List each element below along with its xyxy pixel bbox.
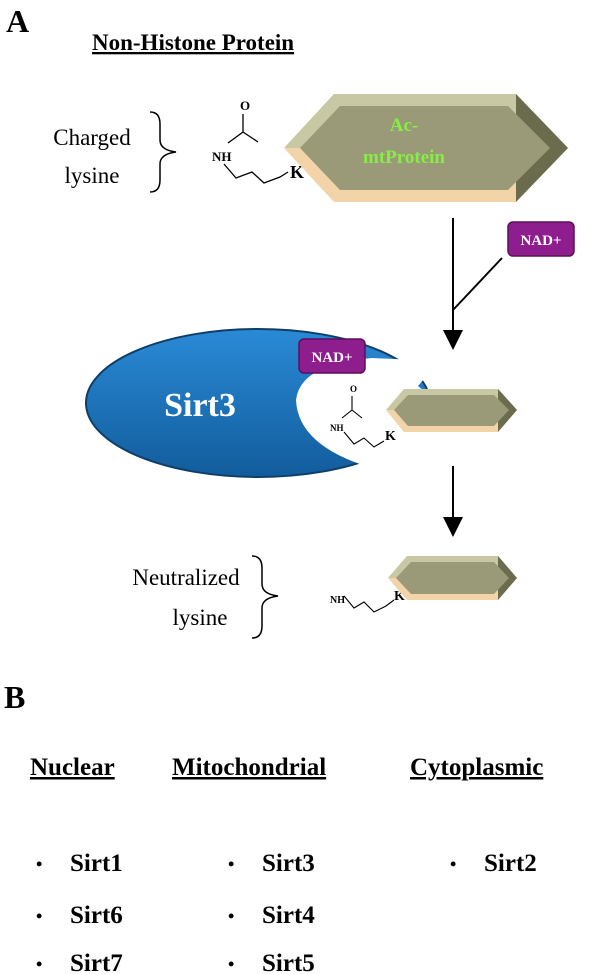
acetyl-lysine-structure: O NH K — [212, 98, 304, 184]
mitochondrial-item: Sirt4 — [262, 902, 315, 929]
nad-badge-bound: NAD+ — [298, 338, 366, 374]
ac-mtprotein-hexagon: Ac- mtProtein — [284, 94, 568, 202]
nuclear-item: Sirt7 — [70, 950, 123, 974]
neutralized-lysine-brace — [251, 555, 279, 639]
bound-lysine-k-label: K — [385, 429, 396, 444]
bound-amine-group: NH — [330, 423, 344, 433]
bullet: • — [228, 906, 234, 926]
charged-lysine-brace — [149, 111, 177, 193]
mitochondrial-header: Mitochondrial — [172, 754, 326, 781]
charged-lysine-line2: lysine — [65, 163, 120, 188]
lysine-k-label: K — [290, 162, 304, 182]
nad-entry-arrow — [443, 218, 503, 350]
product-protein-hexagon — [388, 556, 517, 600]
mitochondrial-column: Mitochondrial • Sirt3 • Sirt4 • Sirt5 — [172, 754, 326, 974]
panel-a: A Non-Histone Protein Charged lysine O N… — [6, 3, 575, 639]
bullet: • — [450, 854, 456, 874]
cytoplasmic-column: Cytoplasmic • Sirt2 — [410, 754, 543, 877]
bullet: • — [36, 954, 42, 974]
panel-b: B Nuclear • Sirt1 • Sirt6 • Sirt7 Mitoch… — [4, 679, 543, 974]
sirt3-label: Sirt3 — [164, 387, 236, 424]
charged-lysine-label: Charged lysine — [53, 111, 177, 193]
bullet: • — [36, 854, 42, 874]
nad-label-bound: NAD+ — [311, 350, 352, 366]
bullet: • — [228, 854, 234, 874]
cytoplasmic-header: Cytoplasmic — [410, 754, 543, 781]
nuclear-column: Nuclear • Sirt1 • Sirt6 • Sirt7 — [30, 754, 123, 974]
mitochondrial-item: Sirt3 — [262, 850, 315, 877]
panel-a-label: A — [6, 3, 29, 39]
panel-a-title: Non-Histone Protein — [92, 30, 294, 55]
cytoplasmic-item: Sirt2 — [484, 850, 537, 877]
protein-label-line2: mtProtein — [363, 147, 445, 168]
nad-label-top: NAD+ — [520, 233, 561, 249]
nad-badge-top: NAD+ — [507, 221, 575, 257]
bound-oxygen-atom: O — [350, 384, 357, 394]
bullet: • — [228, 954, 234, 974]
neutral-lysine-k-label: K — [394, 589, 405, 604]
neutralized-lysine-line2: lysine — [173, 605, 228, 630]
bullet: • — [36, 906, 42, 926]
protein-label-line1: Ac- — [390, 115, 418, 136]
bound-acetyl-lysine: O NH K — [330, 384, 396, 448]
nuclear-item: Sirt1 — [70, 850, 123, 877]
amine-group: NH — [212, 149, 232, 164]
neutral-amine-group: NH — [330, 595, 345, 606]
charged-lysine-line1: Charged — [53, 125, 131, 150]
nuclear-item: Sirt6 — [70, 902, 123, 929]
sirt3-enzyme: Sirt3 — [85, 328, 432, 478]
neutralized-lysine-line1: Neutralized — [132, 565, 240, 590]
nuclear-header: Nuclear — [30, 754, 115, 781]
mitochondrial-item: Sirt5 — [262, 950, 315, 974]
bound-protein-hexagon — [386, 389, 517, 432]
neutral-lysine-structure: NH K — [330, 589, 405, 613]
oxygen-atom: O — [240, 98, 250, 113]
panel-b-label: B — [4, 679, 25, 715]
neutralized-lysine-label: Neutralized lysine — [132, 555, 279, 639]
